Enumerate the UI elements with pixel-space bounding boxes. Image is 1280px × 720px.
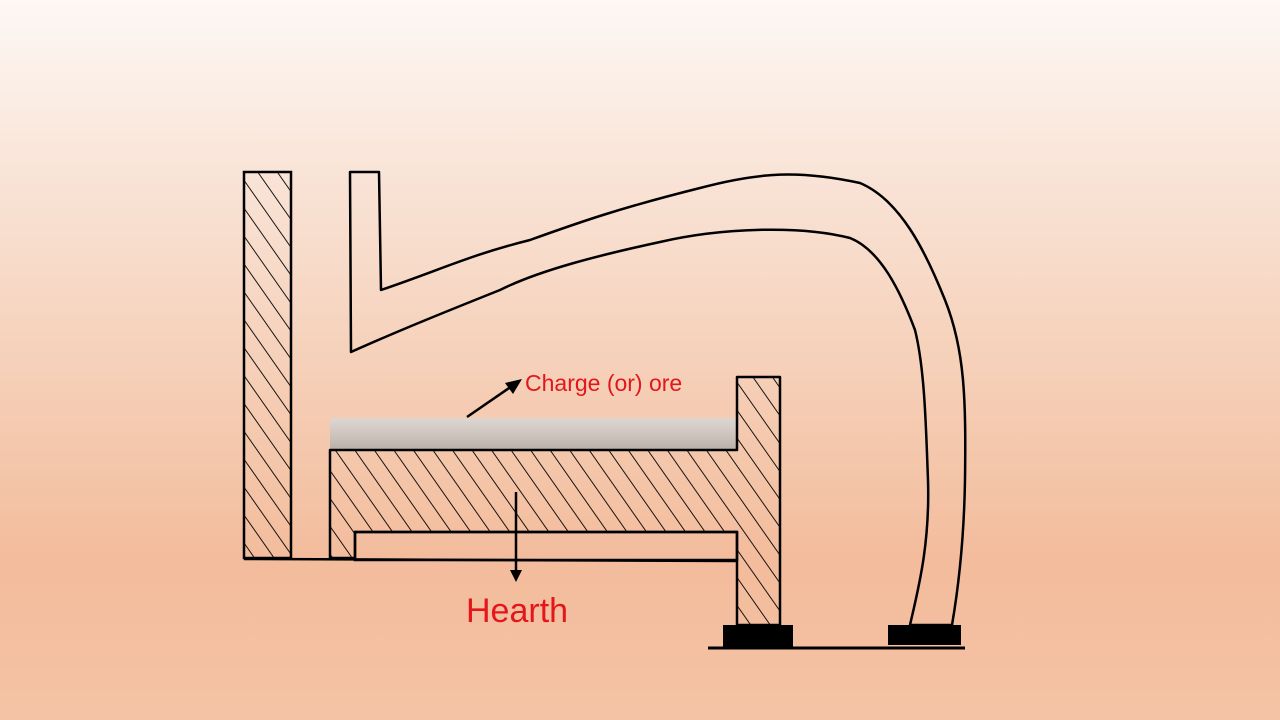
support-block-left — [723, 625, 793, 647]
base-line-left — [243, 557, 738, 563]
hearth-arrow — [510, 492, 522, 582]
hearth-block — [328, 375, 782, 627]
left-wall — [242, 170, 293, 560]
charge-layer — [330, 418, 736, 450]
hearth-flue-channel — [353, 530, 739, 562]
hearth-label: Hearth — [466, 592, 568, 630]
charge-arrow — [466, 379, 522, 419]
support-block-right — [888, 625, 961, 645]
furnace-roof — [348, 170, 967, 627]
charge-label: Charge (or) ore — [525, 370, 682, 396]
